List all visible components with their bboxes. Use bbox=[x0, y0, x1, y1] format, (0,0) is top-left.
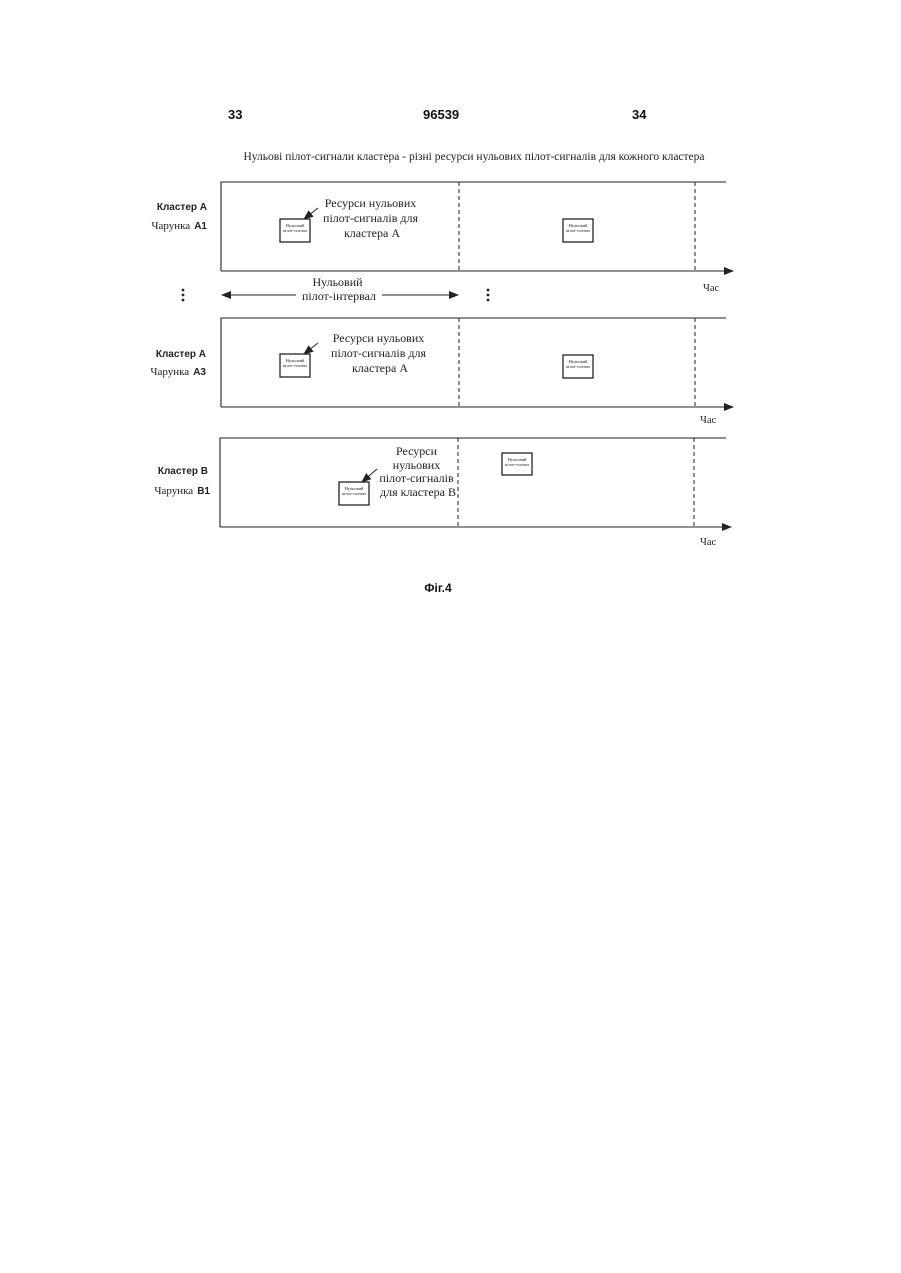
cell-prefix: Чарунка bbox=[154, 485, 193, 497]
interval-label: Нульовий пілот-інтервал bbox=[302, 275, 376, 303]
annotation-text: Ресурси нульових пілот-сигналів для клас… bbox=[379, 444, 456, 499]
null-pilot-box: Нульовий пілот-сигнал bbox=[339, 482, 369, 505]
cell-id: А1 bbox=[194, 221, 207, 232]
time-axis-label: Час bbox=[703, 283, 719, 294]
ellipsis-middle bbox=[487, 289, 490, 302]
svg-text:пілот-сигнал: пілот-сигнал bbox=[505, 462, 530, 467]
cell-label: Чарунка В1 bbox=[154, 485, 210, 497]
panel-cluster-a-cell-a1: Кластер А Чарунка А1 Нульовий пілот-сигна… bbox=[151, 182, 733, 294]
cell-label: Чарунка А1 bbox=[151, 220, 207, 232]
cell-label: Чарунка А3 bbox=[150, 366, 206, 378]
time-axis-label: Час bbox=[700, 415, 716, 426]
svg-text:пілот-сигнал: пілот-сигнал bbox=[283, 228, 308, 233]
cell-prefix: Чарунка bbox=[151, 220, 190, 232]
svg-text:пілот-сигнал: пілот-сигнал bbox=[283, 363, 308, 368]
time-axis-label: Час bbox=[700, 537, 716, 548]
annotation-text: Ресурси нульових пілот-сигналів для клас… bbox=[323, 196, 421, 240]
cell-id: В1 bbox=[197, 486, 210, 497]
panel-cluster-b-cell-b1: Кластер В Чарунка В1 Нульовий пілот-сигна… bbox=[154, 438, 731, 548]
null-pilot-box: Нульовий пілот-сигнал bbox=[502, 453, 532, 475]
cluster-label: Кластер А bbox=[157, 202, 207, 213]
figure-diagram: Нульові пілот-сигнали кластера - різні р… bbox=[0, 0, 901, 600]
svg-text:пілот-сигнал: пілот-сигнал bbox=[342, 491, 367, 496]
ellipsis-left bbox=[182, 289, 185, 302]
annotation-pointer bbox=[362, 469, 377, 482]
panel-frame bbox=[220, 438, 726, 527]
figure-caption: Фіг.4 bbox=[0, 581, 876, 595]
null-pilot-box: Нульовий пілот-сигнал bbox=[280, 219, 310, 242]
figure-title: Нульові пілот-сигнали кластера - різні р… bbox=[243, 151, 704, 163]
svg-text:пілот-сигнал: пілот-сигнал bbox=[566, 364, 591, 369]
null-pilot-box: Нульовий пілот-сигнал bbox=[563, 219, 593, 242]
annotation-pointer bbox=[304, 343, 318, 354]
cluster-label: Кластер В bbox=[158, 466, 208, 477]
cluster-label: Кластер А bbox=[156, 349, 206, 360]
cell-id: А3 bbox=[193, 367, 206, 378]
annotation-text: Ресурси нульових пілот-сигналів для клас… bbox=[331, 331, 429, 375]
svg-text:пілот-сигнал: пілот-сигнал bbox=[566, 228, 591, 233]
cell-prefix: Чарунка bbox=[150, 366, 189, 378]
panel-cluster-a-cell-a3: Кластер А Чарунка А3 Нульовий пілот-сигна… bbox=[150, 318, 733, 426]
null-pilot-box: Нульовий пілот-сигнал bbox=[280, 354, 310, 377]
null-pilot-box: Нульовий пілот-сигнал bbox=[563, 355, 593, 378]
annotation-pointer bbox=[304, 208, 318, 219]
